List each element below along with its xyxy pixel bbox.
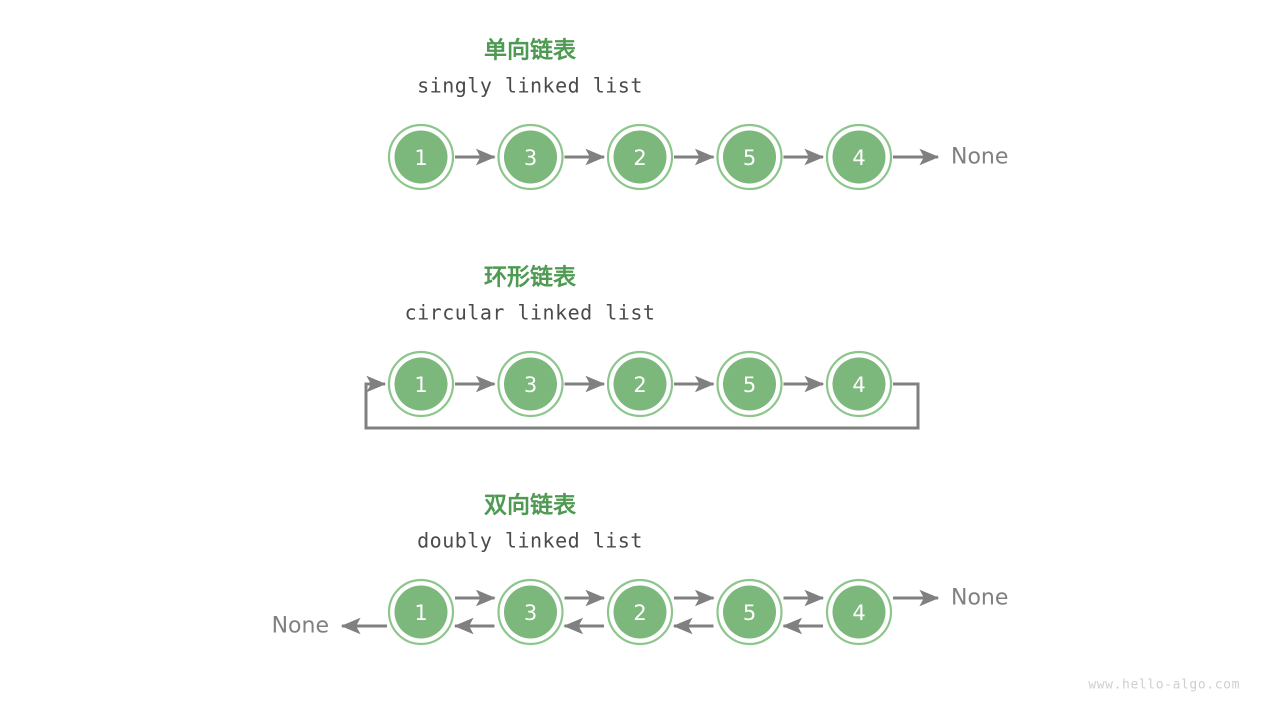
list-node-singly-3: 5 [716,123,783,191]
node-outer-ring [716,578,783,646]
node-value: 2 [633,146,646,170]
node-circle [394,130,448,184]
node-value: 3 [524,601,537,625]
list-node-circular-4: 4 [825,350,893,418]
node-circle [723,357,776,411]
list-node-circular-3: 5 [716,350,783,418]
node-circle [504,357,557,411]
node-value: 1 [414,373,427,397]
node-circle [613,585,667,639]
list-node-doubly-4: 4 [825,578,893,646]
node-outer-ring [825,350,893,418]
node-circle [832,585,886,639]
list-node-circular-0: 1 [387,350,455,418]
node-value: 2 [633,373,646,397]
node-outer-ring [387,123,455,191]
node-value: 4 [852,601,865,625]
list-node-doubly-3: 5 [716,578,783,646]
node-circle [723,585,776,639]
section-title-cn-doubly: 双向链表 [484,492,577,519]
node-circle [613,357,667,411]
node-circle [394,585,448,639]
watermark-label: www.hello-algo.com [1088,678,1240,693]
node-circle [832,130,886,184]
node-outer-ring [825,123,893,191]
node-value: 1 [414,146,427,170]
node-outer-ring [716,123,783,191]
node-value: 4 [852,146,865,170]
list-node-circular-2: 2 [606,350,674,418]
list-node-doubly-0: 1 [387,578,455,646]
list-section-circular: 环形链表 circular linked list 1 3 2 5 4 [364,264,920,430]
node-outer-ring [825,578,893,646]
node-value: 3 [524,373,537,397]
list-node-singly-1: 3 [497,123,564,191]
list-node-singly-0: 1 [387,123,455,191]
list-node-doubly-2: 2 [606,578,674,646]
node-outer-ring [606,350,674,418]
node-outer-ring [606,578,674,646]
node-value: 5 [743,373,756,397]
section-title-en-singly: singly linked list [417,74,643,98]
node-outer-ring [716,350,783,418]
node-outer-ring [606,123,674,191]
node-value: 1 [414,601,427,625]
node-circle [504,585,557,639]
section-title-en-circular: circular linked list [405,301,656,325]
section-title-cn-singly: 单向链表 [484,37,577,64]
circular-loop-path-circular [364,375,920,430]
tail-none-label-singly: None [951,145,1008,170]
node-outer-ring [387,578,455,646]
node-value: 4 [852,373,865,397]
node-circle [832,357,886,411]
section-title-en-doubly: doubly linked list [417,529,643,553]
tail-none-label-doubly: None [951,586,1008,611]
list-node-singly-2: 2 [606,123,674,191]
node-value: 2 [633,601,646,625]
node-circle [504,130,557,184]
node-circle [613,130,667,184]
node-outer-ring [387,350,455,418]
section-title-cn-circular: 环形链表 [484,264,577,291]
head-none-label-doubly: None [272,614,329,639]
node-value: 5 [743,601,756,625]
node-outer-ring [497,350,564,418]
list-node-singly-4: 4 [825,123,893,191]
node-outer-ring [497,123,564,191]
node-circle [394,357,448,411]
node-value: 5 [743,146,756,170]
node-circle [723,130,776,184]
node-value: 3 [524,146,537,170]
node-outer-ring [497,578,564,646]
list-node-circular-1: 3 [497,350,564,418]
list-node-doubly-1: 3 [497,578,564,646]
